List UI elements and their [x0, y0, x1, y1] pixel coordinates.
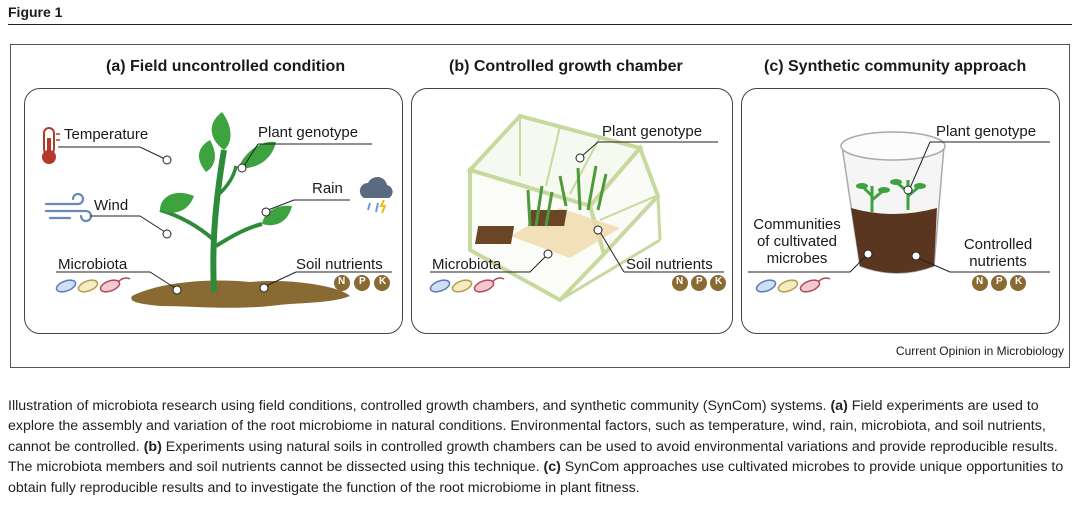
- nutrient-p: P: [359, 276, 366, 287]
- microbes-icon: [55, 277, 131, 293]
- panel-b-leaders: [430, 141, 724, 273]
- nutrient-badges-c: [972, 275, 1026, 291]
- field-plant: [159, 112, 292, 293]
- label-rain: Rain: [312, 180, 343, 197]
- figure-caption: Illustration of microbiota research usin…: [8, 396, 1074, 498]
- label-communities-line1: Communities: [753, 216, 841, 233]
- label-soil-nutrients-a: Soil nutrients: [296, 256, 383, 273]
- label-plant-genotype-b: Plant genotype: [602, 123, 703, 140]
- nutrient-n: N: [976, 276, 984, 287]
- label-soil-nutrients-b: Soil nutrients: [626, 256, 713, 273]
- figure-credit: Current Opinion in Microbiology: [895, 344, 1064, 358]
- figure-frame: [10, 44, 1070, 368]
- panel-b: [411, 88, 733, 334]
- panel-a-title: (a) Field uncontrolled condition: [106, 58, 346, 75]
- nutrient-n: N: [338, 276, 346, 287]
- label-controlled-line1: Controlled: [963, 236, 1033, 253]
- nutrient-k: K: [1015, 276, 1023, 287]
- caption-a-text: Field experiments are used to explore th…: [8, 398, 1046, 455]
- chamber-tray: [474, 165, 620, 258]
- microbes-icon-c: [755, 277, 831, 293]
- caption-b-tag: (b): [143, 438, 162, 455]
- field-soil: [131, 280, 350, 308]
- top-rule: [8, 24, 1072, 25]
- label-plant-genotype-c: Plant genotype: [936, 123, 1037, 140]
- caption-intro: Illustration of microbiota research usin…: [8, 398, 827, 414]
- nutrient-badges-b: [672, 275, 726, 291]
- label-temperature: Temperature: [64, 126, 149, 143]
- nutrient-badges-a: [334, 275, 390, 291]
- label-plant-genotype-a: Plant genotype: [258, 124, 359, 141]
- figure-label: Figure 1: [8, 4, 63, 20]
- panel-c: [741, 88, 1060, 334]
- label-wind: Wind: [94, 197, 129, 214]
- panel-c-leaders: [748, 141, 1050, 273]
- nutrient-p: P: [696, 276, 703, 287]
- label-controlled-line2: nutrients: [969, 253, 1027, 270]
- syncom-cup: [840, 131, 946, 274]
- microbes-icon-b: [429, 277, 505, 293]
- nutrient-n: N: [676, 276, 684, 287]
- caption-c-tag: (c): [543, 459, 561, 476]
- label-controlled-nutrients: Controlled nutrients: [948, 236, 1048, 270]
- label-communities: Communities of cultivated microbes: [744, 216, 850, 267]
- panel-a-leaders: [56, 143, 392, 295]
- panel-c-title: (c) Synthetic community approach: [764, 58, 1027, 75]
- caption-c-text: SynCom approaches use cultivated microbe…: [8, 459, 1064, 496]
- label-communities-line2: of cultivated: [756, 233, 838, 250]
- label-microbiota-a: Microbiota: [58, 256, 128, 273]
- panel-a: [24, 88, 403, 334]
- rain-cloud-icon: [359, 176, 393, 214]
- caption-a-tag: (a): [830, 398, 848, 414]
- label-microbiota-b: Microbiota: [432, 256, 502, 273]
- label-communities-line3: microbes: [766, 250, 828, 267]
- nutrient-k: K: [715, 276, 723, 287]
- wind-icon: [44, 192, 93, 223]
- nutrient-p: P: [996, 276, 1003, 287]
- caption-b-text: Experiments using natural soils in contr…: [8, 438, 1058, 476]
- nutrient-k: K: [379, 276, 387, 287]
- panel-b-title: (b) Controlled growth chamber: [449, 58, 683, 75]
- thermometer-icon: [42, 127, 60, 164]
